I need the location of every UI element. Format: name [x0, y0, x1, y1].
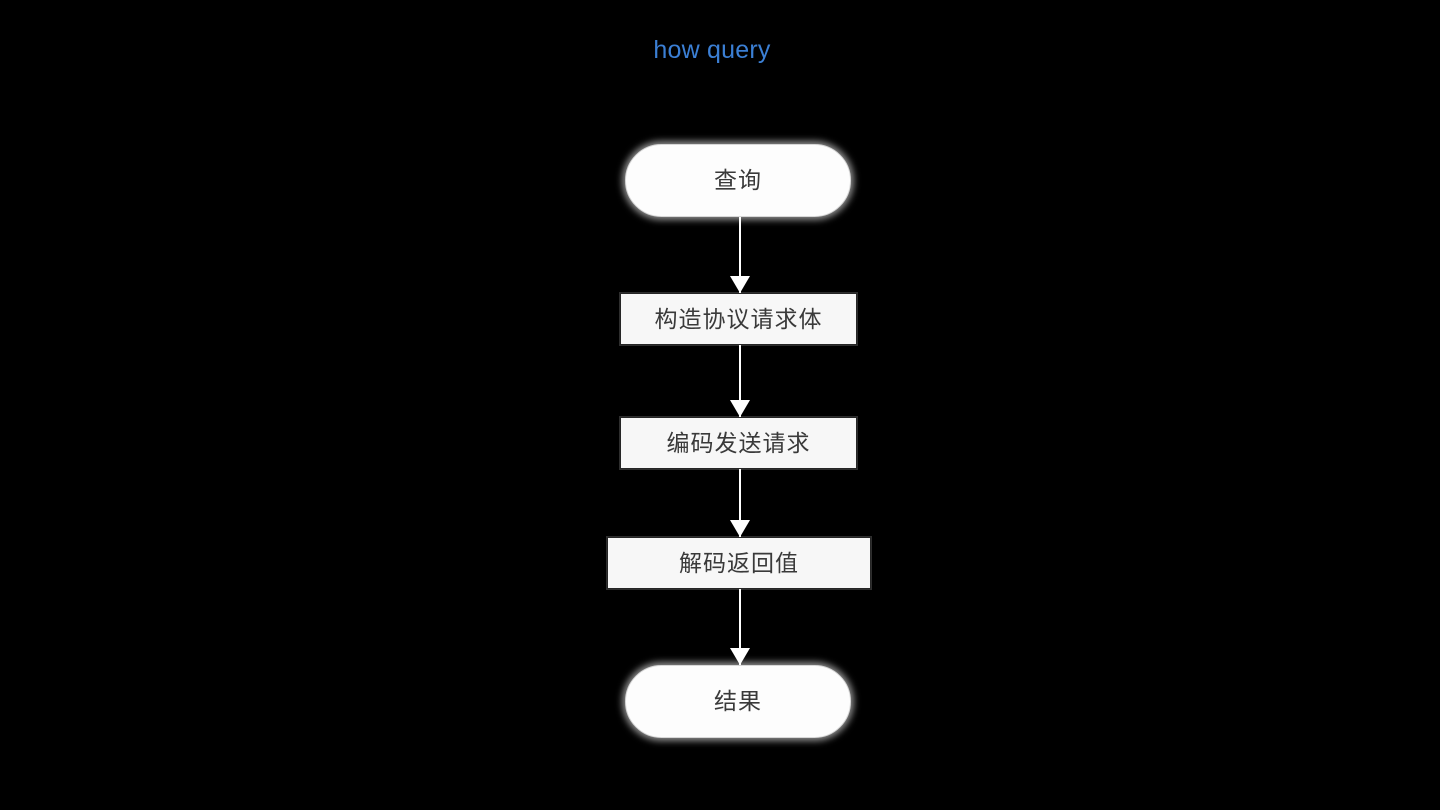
- node-query[interactable]: 查询: [625, 144, 851, 217]
- diagram-title: how query: [653, 36, 771, 64]
- node-label: 查询: [714, 167, 762, 193]
- arrowhead-icon: [730, 276, 750, 293]
- node-decode-return-value[interactable]: 解码返回值: [607, 537, 871, 589]
- arrowhead-icon: [730, 400, 750, 417]
- node-result[interactable]: 结果: [625, 665, 851, 738]
- node-label: 编码发送请求: [666, 429, 811, 456]
- arrowhead-icon: [730, 648, 750, 665]
- arrowhead-icon: [730, 520, 750, 537]
- node-label: 构造协议请求体: [654, 305, 823, 332]
- node-label: 解码返回值: [679, 549, 799, 576]
- edge-line: [739, 589, 741, 665]
- edge-line: [739, 469, 741, 537]
- node-label: 结果: [714, 688, 762, 714]
- edge-line: [739, 217, 741, 293]
- edge-line: [739, 345, 741, 417]
- node-build-protocol-request-body[interactable]: 构造协议请求体: [620, 293, 857, 345]
- node-encode-send-request[interactable]: 编码发送请求: [620, 417, 857, 469]
